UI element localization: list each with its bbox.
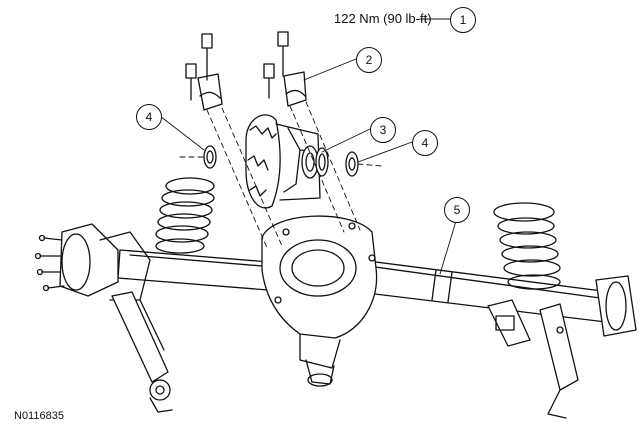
callout-1: 1 [450, 7, 476, 33]
left-coil-spring [155, 177, 215, 254]
torque-spec-label: 122 Nm (90 lb-ft) [334, 11, 432, 26]
leader-lines [159, 18, 457, 275]
side-bearings [203, 145, 359, 177]
callout-4-left: 4 [136, 104, 162, 130]
callout-4-right: 4 [412, 130, 438, 156]
callout-2: 2 [356, 47, 382, 73]
left-control-arm [111, 291, 173, 413]
callout-3: 3 [370, 117, 396, 143]
bearing-cap-bolts [185, 31, 289, 101]
differential-housing [261, 215, 378, 387]
callout-5: 5 [444, 197, 470, 223]
bearing-caps [197, 71, 307, 111]
assembly-guides [179, 101, 383, 251]
figure-id-label: N0116835 [14, 410, 64, 422]
right-coil-spring [493, 202, 561, 290]
left-hub [34, 223, 151, 301]
differential-case-ring-gear [245, 114, 321, 209]
right-hub [487, 275, 637, 419]
